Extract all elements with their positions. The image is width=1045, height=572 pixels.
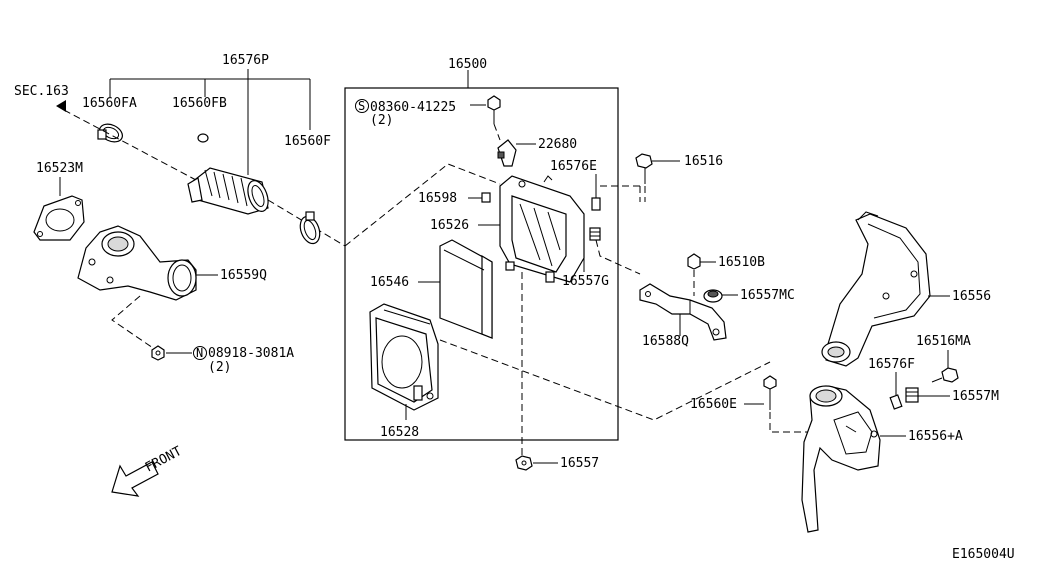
label-16559q: 16559Q	[220, 268, 267, 283]
clamp-16560f	[299, 211, 321, 245]
resonator-16556a	[801, 385, 881, 533]
label-16598: 16598	[418, 191, 457, 206]
bolt-16560e	[763, 375, 777, 410]
air-duct-hose-16576p	[187, 167, 269, 215]
label-16560fb: 16560FB	[172, 96, 227, 111]
label-sec163: SEC.163	[14, 84, 69, 99]
front-label: FRONT	[143, 444, 185, 476]
gasket-16523m	[33, 195, 85, 241]
label-s-prefix: S	[358, 99, 365, 113]
grommet-16557mc	[703, 289, 723, 303]
label-16557: 16557	[560, 456, 599, 471]
label-08360: 08360-41225	[370, 100, 456, 115]
label-16557g: 16557G	[562, 274, 609, 289]
bracket-16588q	[639, 283, 727, 341]
pipe-16576f	[889, 394, 903, 410]
nut-08918	[151, 345, 165, 361]
front-arrow-icon	[111, 461, 159, 497]
label-08918: 08918-3081A	[208, 346, 294, 361]
label-n-prefix: N	[196, 346, 203, 360]
dash-line-3	[111, 295, 157, 351]
clamp-16560fa	[97, 123, 123, 143]
bolt-16516ma	[931, 367, 959, 383]
label-22680: 22680	[538, 137, 577, 152]
seal-16598	[481, 192, 491, 203]
label-16557m: 16557M	[952, 389, 999, 404]
label-16523m: 16523M	[36, 161, 83, 176]
bracket-16576p	[109, 69, 311, 175]
dash-line-1	[63, 109, 197, 181]
adapter-16559q	[77, 225, 197, 301]
label-16546: 16546	[370, 275, 409, 290]
label-16576f: 16576F	[868, 357, 915, 372]
s-prefix-circle	[355, 99, 369, 113]
label-16560f: 16560F	[284, 134, 331, 149]
bolt-16516	[635, 153, 653, 184]
label-08360-qty: (2)	[370, 113, 393, 128]
screw-08360	[487, 95, 501, 124]
pipe-16576e	[591, 197, 601, 211]
label-16528: 16528	[380, 425, 419, 440]
n-prefix-circle	[193, 346, 207, 360]
reference-code: E165004U	[952, 547, 1015, 562]
label-16556: 16556	[952, 289, 991, 304]
label-16560e: 16560E	[690, 397, 737, 412]
label-16576e: 16576E	[550, 159, 597, 174]
label-16588q: 16588Q	[642, 334, 689, 349]
label-16500: 16500	[448, 57, 487, 72]
filter-element-16546	[439, 239, 493, 339]
label-16516: 16516	[684, 154, 723, 169]
upper-case-16528	[369, 303, 439, 411]
sensor-22680	[497, 139, 517, 167]
label-16526: 16526	[430, 218, 469, 233]
dash-line-5	[439, 339, 771, 421]
dash-line-4	[344, 163, 501, 247]
grommet-16557	[515, 455, 533, 471]
grommet-16557g	[589, 227, 601, 241]
label-08918-qty: (2)	[208, 360, 231, 375]
label-16556a: 16556+A	[908, 429, 963, 444]
lower-case-16526	[499, 175, 585, 283]
label-16560fa: 16560FA	[82, 96, 137, 111]
duct-16556	[821, 211, 931, 367]
label-16576p: 16576P	[222, 53, 269, 68]
label-16516ma: 16516MA	[916, 334, 971, 349]
clip-16560fb	[197, 133, 209, 143]
label-16557mc: 16557MC	[740, 288, 795, 303]
grommet-16557m	[905, 387, 919, 403]
nut-16510b	[687, 253, 701, 270]
label-16510b: 16510B	[718, 255, 765, 270]
sec-arrow-icon	[56, 100, 66, 112]
dash-line-6	[595, 239, 641, 275]
